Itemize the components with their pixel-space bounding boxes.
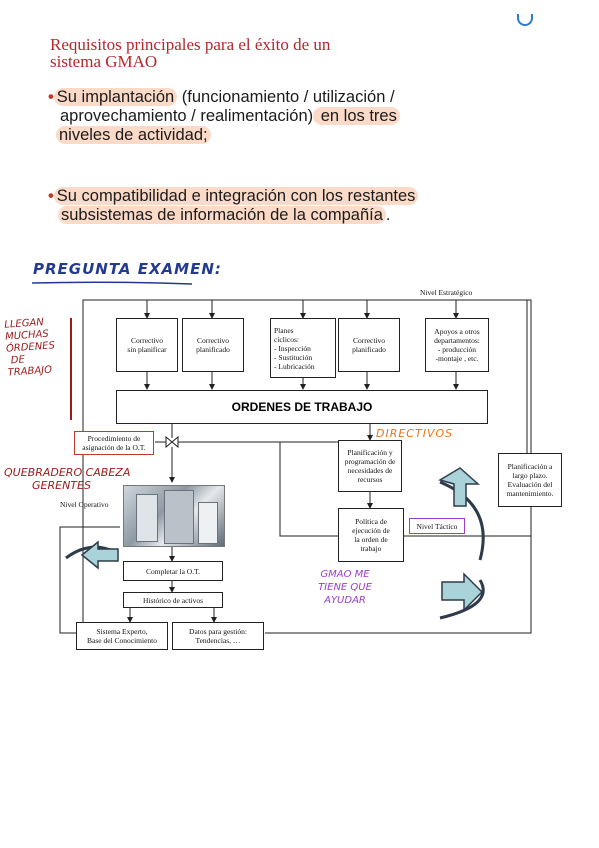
box-ordenes-de-trabajo: ORDENES DE TRABAJO bbox=[116, 390, 488, 424]
box-line: mantenimiento. bbox=[506, 489, 554, 498]
note-line: AYUDAR bbox=[324, 595, 366, 606]
box-sistema-experto: Sistema Experto,Base del Conocimiento bbox=[76, 622, 168, 650]
box-line: Datos para gestión: bbox=[189, 627, 247, 636]
box-line: Correctivo bbox=[130, 336, 164, 345]
box-line: departamentos: bbox=[434, 336, 480, 345]
box-planificacion-largo-plazo: Planificación a largo plazo. Evaluación … bbox=[498, 453, 562, 507]
bullet1-highlight-1: Su implantación bbox=[53, 88, 178, 106]
bullet2-highlight-1: Su compatibilidad e integración con los … bbox=[53, 187, 419, 205]
cycle-arrow-up-icon bbox=[438, 467, 480, 507]
box-line: la orden de bbox=[354, 535, 388, 544]
box-line: asignación de la O.T. bbox=[82, 443, 146, 452]
box-line: Evaluación del bbox=[507, 480, 553, 489]
slide-title-line1: Requisitos principales para el éxito de … bbox=[50, 35, 331, 54]
box-line: planificado bbox=[352, 345, 386, 354]
bullet1-highlight-2: en los tres bbox=[313, 107, 400, 125]
box-politica-ejecucion: Política de ejecución de la orden de tra… bbox=[338, 508, 404, 562]
box-line: planificado bbox=[196, 345, 230, 354]
box-line: Planificación y bbox=[347, 448, 393, 457]
note-exam-question: PREGUNTA EXAMEN: bbox=[33, 260, 222, 278]
note-line: GMAO ME bbox=[320, 569, 370, 580]
box-datos-gestion: Datos para gestión:Tendencias, … bbox=[172, 622, 264, 650]
box-line: Planificación a bbox=[507, 462, 553, 471]
industrial-plant-image bbox=[123, 485, 225, 547]
plant-tank-shape bbox=[198, 502, 218, 544]
box-line: largo plazo. bbox=[512, 471, 548, 480]
label-nivel-estrategico: Nivel Estratégico bbox=[420, 288, 473, 297]
slide-title-line2: sistema GMAO bbox=[50, 52, 158, 71]
bullet2-highlight-2: subsistemas de información de la compañí… bbox=[58, 206, 386, 224]
box-line: Apoyos a otros bbox=[434, 327, 480, 336]
bullet-compatibilidad: •Su compatibilidad e integración con los… bbox=[48, 187, 419, 225]
note-gmao-ayudar: GMAO ME TIENE QUE AYUDAR bbox=[305, 568, 385, 607]
plant-tank-shape bbox=[136, 494, 158, 542]
box-line: Procedimiento de bbox=[87, 434, 141, 443]
box-line: - Lubricación bbox=[274, 361, 315, 371]
box-completar-ot: Completar la O.T. bbox=[123, 561, 223, 581]
note-line: GERENTES bbox=[32, 479, 91, 492]
plant-tower-shape bbox=[164, 490, 194, 544]
box-line: - Sustitución bbox=[274, 352, 313, 362]
bullet-implantacion: •Su implantación (funcionamiento / utili… bbox=[48, 88, 400, 145]
label-nivel-operativo: Nivel Operativo bbox=[60, 500, 109, 509]
bullet1-text-2: aprovechamiento / realimentación) bbox=[60, 107, 314, 125]
cycle-arrow-left-icon bbox=[80, 540, 119, 570]
box-planes-ciclicos: Planes cíclicos: - Inspección - Sustituc… bbox=[270, 318, 336, 378]
box-historico-activos: Histórico de activos bbox=[123, 592, 223, 608]
box-line: Correctivo bbox=[352, 336, 386, 345]
box-line: Tendencias, … bbox=[195, 636, 241, 645]
bullet2-period: . bbox=[385, 206, 391, 224]
bullet-dot: • bbox=[48, 88, 54, 106]
valve-symbol bbox=[165, 435, 179, 449]
logo-mark-icon bbox=[517, 14, 533, 26]
box-line: cíclicos: bbox=[274, 334, 299, 344]
note-quebradero: QUEBRADERO CABEZA GERENTES bbox=[4, 466, 130, 492]
label-nivel-tactico: Nivel Táctico bbox=[409, 518, 465, 534]
bullet-dot: • bbox=[48, 187, 54, 205]
box-line: Correctivo bbox=[196, 336, 230, 345]
note-line: TIENE QUE bbox=[318, 582, 372, 593]
box-line: Base del Conocimiento bbox=[87, 636, 157, 645]
note-bracket-line bbox=[70, 318, 72, 420]
box-line: - Inspección bbox=[274, 343, 311, 353]
box-apoyos-departamentos: Apoyos a otros departamentos: - producci… bbox=[425, 318, 489, 372]
box-line: sin planificar bbox=[127, 345, 167, 354]
box-line: Sistema Experto, bbox=[96, 627, 148, 636]
note-directivos: DIRECTIVOS bbox=[376, 427, 454, 440]
cycle-arrow-right-icon bbox=[441, 572, 484, 612]
box-planificacion-recursos: Planificación y programación de necesida… bbox=[338, 440, 402, 492]
bullet1-highlight-3: niveles de actividad; bbox=[56, 126, 211, 144]
box-line: Planes bbox=[274, 325, 294, 335]
bullet1-text-1: (funcionamiento / utilización / bbox=[177, 88, 395, 106]
box-line: Política de bbox=[355, 517, 387, 526]
box-line: - producción bbox=[437, 345, 477, 354]
slide-title: Requisitos principales para el éxito de … bbox=[50, 36, 390, 70]
box-line: programación de bbox=[344, 457, 396, 466]
box-line: trabajo bbox=[360, 544, 382, 553]
box-line: -montaje , etc. bbox=[435, 354, 479, 363]
box-line: recursos bbox=[357, 475, 383, 484]
box-line: ejecución de bbox=[352, 526, 390, 535]
box-line: necesidades de bbox=[347, 466, 393, 475]
note-exam-underline bbox=[31, 281, 193, 285]
note-line: QUEBRADERO CABEZA bbox=[4, 466, 131, 479]
